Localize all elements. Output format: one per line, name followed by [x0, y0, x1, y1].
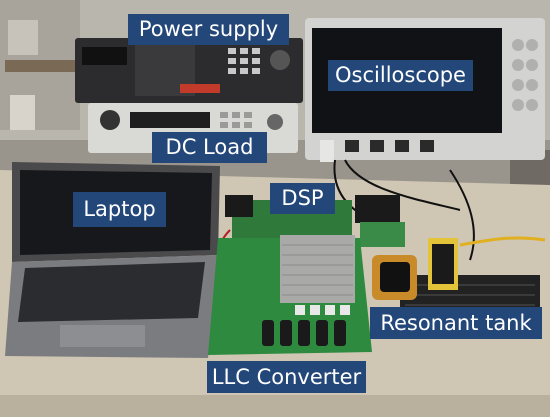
laptop-touchpad [60, 325, 145, 347]
power-supply-display [82, 47, 127, 65]
dsp-module [225, 195, 253, 217]
heatsink-fins [282, 244, 353, 296]
capacitors [262, 320, 346, 346]
label-dc-load: DC Load [152, 132, 267, 163]
probe-cable [449, 169, 475, 261]
probe-connector [320, 140, 334, 162]
yellow-wire [459, 236, 546, 247]
label-resonant-tank: Resonant tank [370, 307, 542, 339]
heatsink [280, 235, 355, 303]
aux-module [355, 195, 400, 223]
bench-edge [0, 395, 550, 417]
inductor-core [380, 262, 410, 292]
transformer-core [432, 244, 454, 284]
dc-load-display [130, 112, 210, 128]
dc-load-switch [100, 110, 120, 130]
dc-load-knob [267, 114, 283, 130]
power-supply-knob [270, 50, 290, 70]
label-laptop: Laptop [73, 192, 166, 227]
dc-load-keys [220, 112, 252, 128]
oscilloscope-channels [345, 140, 434, 152]
aux-board [360, 222, 405, 247]
label-llc-converter: LLC Converter [207, 361, 366, 393]
power-supply-logo [180, 84, 220, 93]
shelf-board [5, 60, 75, 72]
label-dsp: DSP [270, 183, 335, 214]
probe-cable [344, 159, 461, 211]
shelf-box [8, 20, 38, 55]
label-oscilloscope: Oscilloscope [328, 60, 473, 91]
board-connectors [295, 305, 350, 315]
label-power-supply: Power supply [128, 14, 289, 45]
shelf-box [10, 95, 35, 130]
oscilloscope-knobs [512, 39, 538, 111]
power-supply-keypad [228, 48, 260, 74]
laptop-keyboard [18, 262, 205, 322]
